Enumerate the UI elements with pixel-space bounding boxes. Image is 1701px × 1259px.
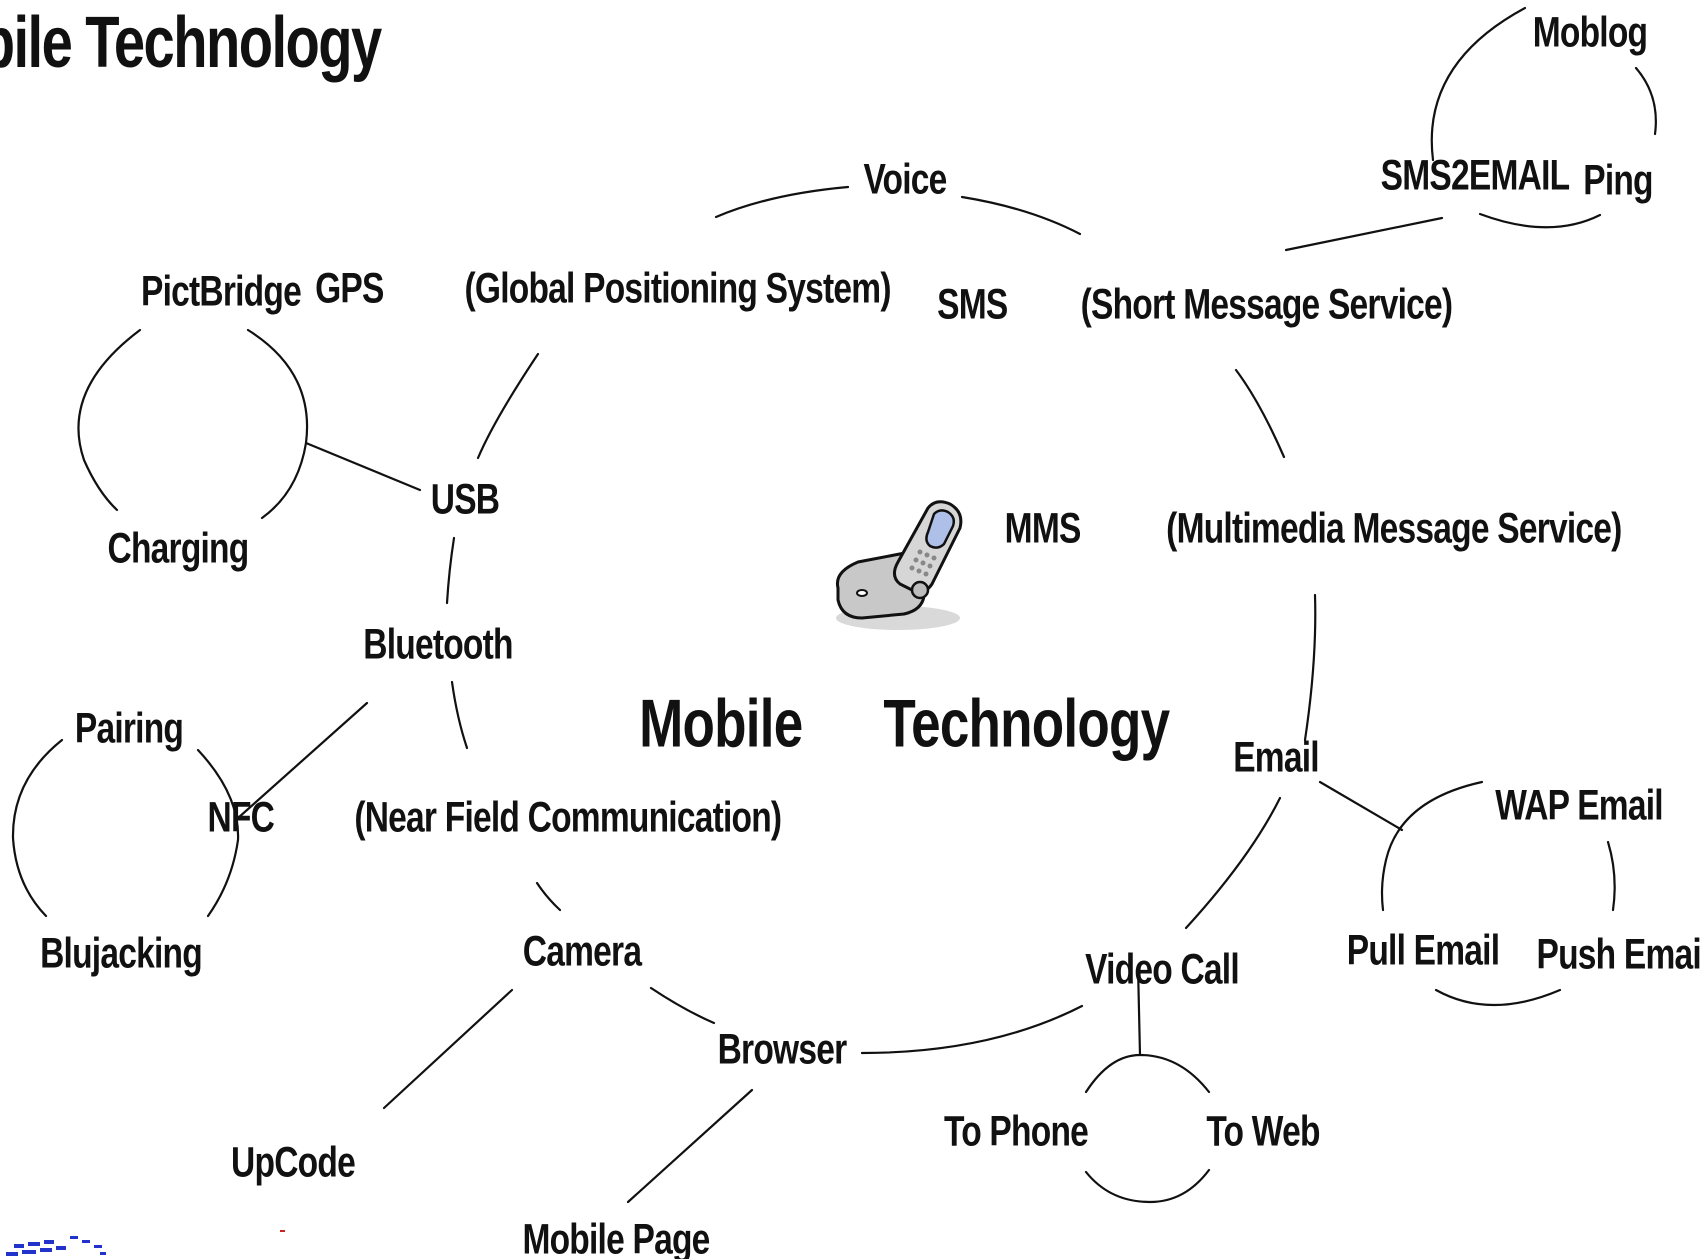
edge-browser-mobilepage bbox=[626, 1088, 754, 1204]
node-gps-full: (Global Positioning System) bbox=[464, 264, 891, 313]
node-camera: Camera bbox=[522, 927, 642, 976]
node-voice: Voice bbox=[863, 155, 947, 204]
node-video-call: Video Call bbox=[1085, 945, 1240, 994]
node-gps: GPS (Global Positioning System) bbox=[305, 264, 950, 313]
edge-voice-sms bbox=[960, 195, 1082, 236]
circle-pictbridge-left bbox=[77, 328, 142, 512]
node-pairing: Pairing bbox=[74, 704, 184, 753]
node-mobile-page: Mobile Page bbox=[522, 1215, 710, 1259]
node-gps-abbr: GPS bbox=[315, 264, 384, 313]
node-mms: MMS (Multimedia Message Service) bbox=[994, 504, 1686, 553]
edge-mms-sms bbox=[1234, 368, 1286, 459]
node-moblog: Moblog bbox=[1532, 8, 1648, 57]
node-nfc-full: (Near Field Communication) bbox=[354, 793, 783, 842]
edge-gps-voice bbox=[714, 185, 850, 219]
node-mms-abbr: MMS bbox=[1004, 504, 1082, 553]
circle-wap-right bbox=[1606, 840, 1616, 912]
node-ping: Ping bbox=[1583, 156, 1653, 205]
circle-ping-sms2email bbox=[1478, 212, 1602, 229]
edge-usb-pictbridge-cluster bbox=[304, 441, 422, 492]
node-mms-full: (Multimedia Message Service) bbox=[1166, 504, 1622, 553]
node-nfc: NFC (Near Field Communication) bbox=[198, 793, 842, 842]
circle-pictbridge-right bbox=[246, 328, 309, 520]
node-charging: Charging bbox=[107, 524, 250, 573]
edge-email-mms bbox=[1303, 593, 1317, 742]
circle-pairing-left bbox=[11, 738, 64, 918]
edge-usb-bluetooth bbox=[445, 536, 456, 605]
node-pull-email: Pull Email bbox=[1346, 926, 1500, 975]
edge-camera-upcode bbox=[382, 988, 514, 1110]
circle-pull-push bbox=[1434, 988, 1562, 1007]
node-upcode: UpCode bbox=[231, 1138, 356, 1187]
node-nfc-abbr: NFC bbox=[207, 793, 275, 842]
edge-nfc-camera bbox=[535, 881, 562, 912]
edge-browser-videocall bbox=[860, 1004, 1084, 1055]
central-topic: Mobile Technology bbox=[616, 683, 1210, 766]
node-pictbridge: PictBridge bbox=[141, 267, 302, 316]
central-topic-line1: Mobile bbox=[639, 685, 803, 762]
node-email: Email bbox=[1233, 733, 1319, 782]
node-wap-email: WAP Email bbox=[1495, 781, 1663, 830]
node-sms2email: SMS2EMAIL bbox=[1380, 151, 1570, 200]
edge-email-wap-cluster bbox=[1318, 780, 1404, 832]
circle-phoneweb-bottom bbox=[1084, 1168, 1211, 1204]
circle-phoneweb-top bbox=[1084, 1053, 1211, 1094]
central-topic-line2: Technology bbox=[883, 685, 1171, 762]
node-to-phone: To Phone bbox=[943, 1107, 1089, 1156]
node-blujacking: Blujacking bbox=[40, 929, 203, 978]
node-sms: SMS (Short Message Service) bbox=[927, 280, 1505, 329]
edge-bluetooth-pairing-cluster bbox=[236, 701, 369, 820]
node-to-web: To Web bbox=[1206, 1107, 1320, 1156]
node-sms-abbr: SMS bbox=[937, 280, 1008, 329]
edge-gps-usb bbox=[476, 352, 540, 460]
circle-sms2email-moblog bbox=[1430, 6, 1527, 162]
circle-pairing-right bbox=[196, 748, 240, 918]
circle-wap-left bbox=[1380, 780, 1484, 912]
logo-fragment bbox=[6, 1230, 285, 1256]
edge-camera-browser bbox=[649, 986, 716, 1025]
node-usb: USB bbox=[430, 475, 500, 524]
page-title: obile Technology bbox=[0, 3, 382, 83]
edge-videocall-phoneweb bbox=[1136, 964, 1142, 1057]
edge-videocall-email bbox=[1184, 796, 1282, 930]
circle-moblog-ping bbox=[1634, 66, 1657, 136]
node-push-email: Push Email bbox=[1536, 930, 1701, 979]
edge-sms-sms2email bbox=[1284, 216, 1444, 252]
node-browser: Browser bbox=[717, 1025, 848, 1074]
edge-bluetooth-nfc bbox=[450, 680, 469, 750]
node-sms-full: (Short Message Service) bbox=[1080, 280, 1453, 329]
flip-phone-icon bbox=[835, 500, 963, 630]
node-bluetooth: Bluetooth bbox=[363, 620, 513, 669]
